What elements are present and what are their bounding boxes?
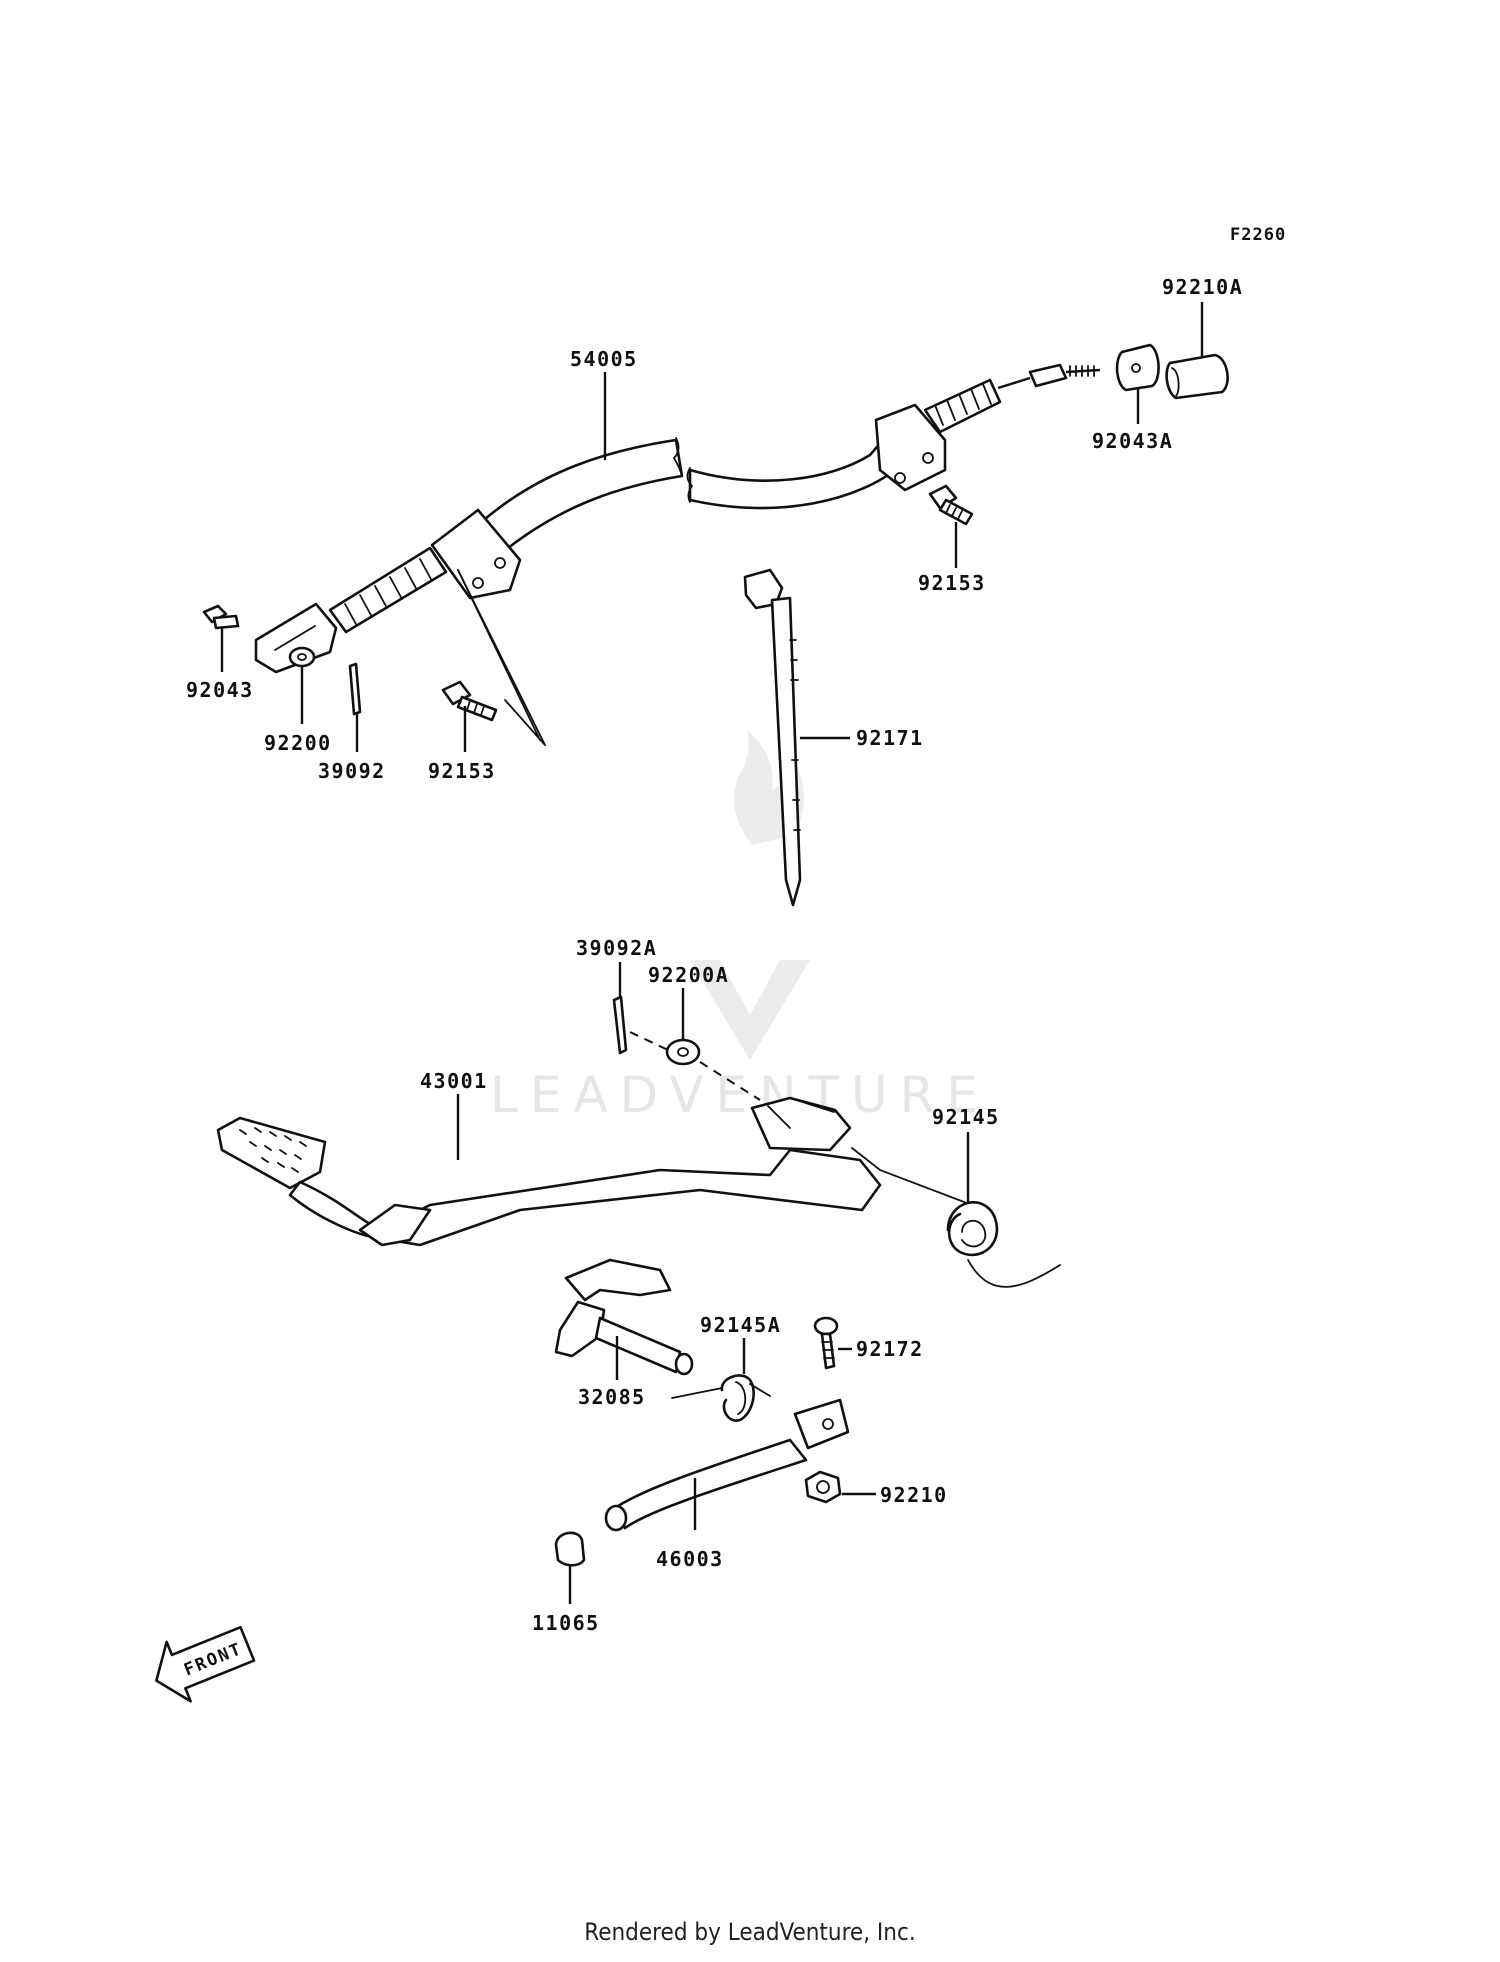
callout-46003[interactable]: 46003 bbox=[656, 1547, 724, 1571]
front-direction-arrow: FRONT bbox=[155, 1625, 256, 1703]
washer-92200A[interactable] bbox=[665, 1038, 701, 1066]
rendered-by-footer: Rendered by LeadVenture, Inc. bbox=[584, 1918, 916, 1946]
callout-32085[interactable]: 32085 bbox=[578, 1385, 646, 1409]
watermark-text: LEADVENTURE bbox=[490, 1066, 990, 1124]
callout-43001[interactable]: 43001 bbox=[420, 1069, 488, 1093]
callout-54005[interactable]: 54005 bbox=[570, 347, 638, 371]
callout-92145A[interactable]: 92145A bbox=[700, 1313, 781, 1337]
callout-92153-upper[interactable]: 92153 bbox=[918, 571, 986, 595]
callout-92145[interactable]: 92145 bbox=[932, 1105, 1000, 1129]
callout-92210[interactable]: 92210 bbox=[880, 1483, 948, 1507]
cotter-pin-39092[interactable] bbox=[348, 662, 362, 716]
assembly-line-washer bbox=[699, 1061, 761, 1101]
callout-92153-lower[interactable]: 92153 bbox=[428, 759, 496, 783]
brake-cable-54005[interactable] bbox=[254, 363, 1101, 746]
callout-11065[interactable]: 11065 bbox=[532, 1611, 600, 1635]
bolt-92153-upper[interactable] bbox=[928, 484, 974, 526]
callout-92172[interactable]: 92172 bbox=[856, 1337, 924, 1361]
lever-46003[interactable] bbox=[604, 1398, 850, 1532]
callout-92200[interactable]: 92200 bbox=[264, 731, 332, 755]
callout-39092[interactable]: 39092 bbox=[318, 759, 386, 783]
nut-92210A[interactable] bbox=[1165, 353, 1229, 400]
bolt-92153-lower[interactable] bbox=[441, 680, 498, 722]
leadventure-watermark: LEADVENTURE bbox=[490, 730, 990, 1124]
callout-92210A[interactable]: 92210A bbox=[1162, 275, 1243, 299]
brake-pedal-43001[interactable] bbox=[216, 1096, 1061, 1288]
callout-92043[interactable]: 92043 bbox=[186, 678, 254, 702]
shaft-32085[interactable] bbox=[554, 1258, 694, 1376]
collar-92043A[interactable] bbox=[1115, 343, 1160, 392]
callout-39092A[interactable]: 39092A bbox=[576, 936, 657, 960]
callout-92043A[interactable]: 92043A bbox=[1092, 429, 1173, 453]
cap-11065[interactable] bbox=[554, 1531, 586, 1567]
washer-92200[interactable] bbox=[288, 646, 316, 668]
assembly-line-pin bbox=[629, 1031, 669, 1051]
figure-code: F2260 bbox=[1230, 225, 1286, 245]
callout-92171[interactable]: 92171 bbox=[856, 726, 924, 750]
cotter-pin-39092A[interactable] bbox=[612, 995, 628, 1055]
pin-92043[interactable] bbox=[202, 604, 240, 630]
spring-92145A[interactable] bbox=[671, 1374, 771, 1422]
callout-92200A[interactable]: 92200A bbox=[648, 963, 729, 987]
cable-tie-92171[interactable] bbox=[743, 568, 802, 907]
screw-92172[interactable] bbox=[813, 1316, 839, 1370]
nut-92210[interactable] bbox=[804, 1470, 842, 1504]
